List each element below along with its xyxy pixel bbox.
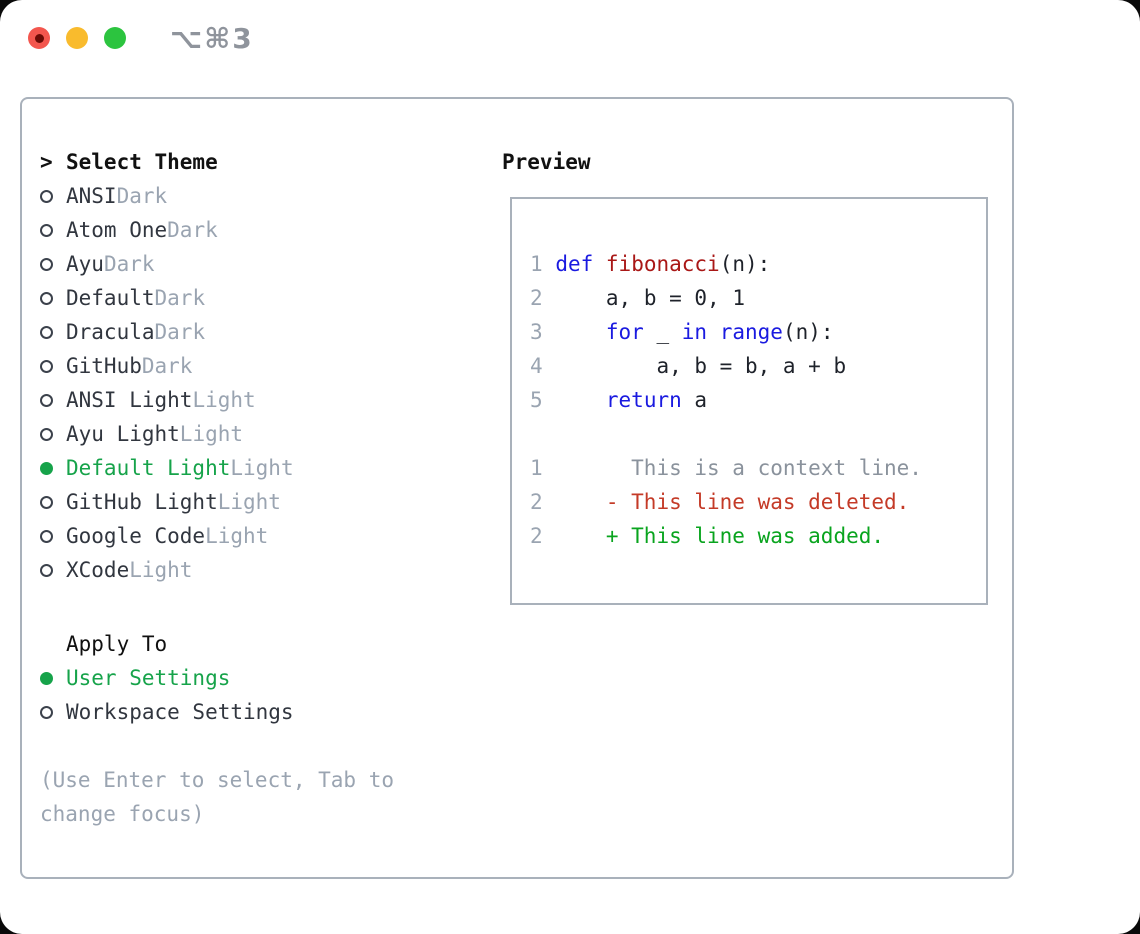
theme-variant: Light bbox=[129, 558, 193, 582]
theme-option[interactable]: Google Code Light bbox=[40, 519, 484, 553]
code-line: 4 a, b = b, a + b bbox=[530, 354, 847, 378]
theme-option[interactable]: Default Light Light bbox=[40, 451, 484, 485]
theme-name: XCode bbox=[66, 558, 130, 582]
theme-selector: > Select Theme ANSI Dark Atom One Dark A bbox=[40, 145, 484, 831]
radio-icon bbox=[40, 189, 66, 203]
diff-line: 2 + This line was added. bbox=[530, 524, 885, 548]
close-dot-icon bbox=[34, 33, 44, 43]
theme-name: GitHub bbox=[66, 354, 142, 378]
title-bar: ⌥⌘3 bbox=[28, 22, 254, 55]
theme-variant: Light bbox=[192, 388, 256, 412]
code-line: 3 for _ in range(n): bbox=[530, 320, 834, 344]
theme-name: Ayu bbox=[66, 252, 104, 276]
theme-option[interactable]: Default Dark bbox=[40, 281, 484, 315]
theme-name: Ayu Light bbox=[66, 422, 180, 446]
theme-variant: Dark bbox=[167, 218, 218, 242]
radio-icon bbox=[40, 393, 66, 407]
radio-icon bbox=[40, 257, 66, 271]
theme-list: ANSI Dark Atom One Dark Ayu Dark Default… bbox=[40, 179, 484, 587]
radio-icon bbox=[40, 705, 66, 719]
theme-name: ANSI Light bbox=[66, 388, 193, 412]
preview-title: Preview bbox=[502, 150, 591, 174]
theme-variant: Dark bbox=[154, 320, 206, 344]
code-line: 1 def fibonacci(n): bbox=[530, 252, 771, 276]
theme-option[interactable]: Ayu Light Light bbox=[40, 417, 484, 451]
select-theme-header: > Select Theme bbox=[40, 145, 484, 179]
theme-name: Atom One bbox=[66, 218, 168, 242]
theme-option[interactable]: Atom One Dark bbox=[40, 213, 484, 247]
theme-variant: Dark bbox=[154, 286, 206, 310]
theme-option[interactable]: Dracula Dark bbox=[40, 315, 484, 349]
apply-to-label: User Settings bbox=[66, 666, 231, 690]
blank-line bbox=[530, 417, 976, 451]
theme-name: ANSI bbox=[66, 184, 117, 208]
theme-variant: Dark bbox=[116, 184, 168, 208]
apply-to-list: User Settings Workspace Settings bbox=[40, 661, 484, 729]
theme-option[interactable]: ANSI Light Light bbox=[40, 383, 484, 417]
apply-to-section: Apply To User Settings Workspace Setting… bbox=[40, 627, 484, 729]
diff-line: 1 This is a context line. bbox=[530, 456, 922, 480]
focus-cursor: > bbox=[40, 150, 53, 174]
close-button[interactable] bbox=[28, 27, 50, 49]
apply-to-title: Apply To bbox=[66, 632, 168, 656]
apply-to-label: Workspace Settings bbox=[66, 700, 294, 724]
radio-icon bbox=[40, 325, 66, 339]
theme-name: GitHub Light bbox=[66, 490, 218, 514]
theme-variant: Light bbox=[230, 456, 294, 480]
window-title: ⌥⌘3 bbox=[170, 21, 254, 55]
preview-section: Preview 1 def fibonacci(n): 2 a, b = 0, 1… bbox=[502, 145, 988, 605]
diff-line: 2 - This line was deleted. bbox=[530, 490, 910, 514]
theme-variant: Light bbox=[217, 490, 281, 514]
preview-box: 1 def fibonacci(n): 2 a, b = 0, 1 3 for _ … bbox=[510, 197, 988, 605]
radio-icon bbox=[40, 291, 66, 305]
help-text: (Use Enter to select, Tab to change focu… bbox=[40, 768, 395, 826]
radio-icon bbox=[40, 427, 66, 441]
theme-variant: Light bbox=[179, 422, 244, 446]
radio-icon bbox=[40, 359, 66, 373]
radio-icon bbox=[40, 461, 66, 475]
theme-option[interactable]: Ayu Dark bbox=[40, 247, 484, 281]
preview-code: 1 def fibonacci(n): 2 a, b = 0, 1 3 for _ … bbox=[530, 247, 976, 553]
code-line: 2 a, b = 0, 1 bbox=[530, 286, 745, 310]
radio-icon bbox=[40, 223, 66, 237]
theme-option[interactable]: XCode Light bbox=[40, 553, 484, 587]
theme-name: Google Code bbox=[66, 524, 206, 548]
theme-name: Default Light bbox=[66, 456, 231, 480]
apply-to-option[interactable]: User Settings bbox=[40, 661, 484, 695]
select-theme-title: Select Theme bbox=[66, 150, 218, 174]
zoom-button[interactable] bbox=[104, 27, 126, 49]
theme-option[interactable]: ANSI Dark bbox=[40, 179, 484, 213]
minimize-button[interactable] bbox=[66, 27, 88, 49]
code-line: 5 return a bbox=[530, 388, 708, 412]
radio-icon bbox=[40, 529, 66, 543]
theme-option[interactable]: GitHub Light Light bbox=[40, 485, 484, 519]
radio-icon bbox=[40, 671, 66, 685]
theme-name: Default bbox=[66, 286, 155, 310]
theme-variant: Dark bbox=[103, 252, 155, 276]
theme-variant: Dark bbox=[141, 354, 193, 378]
radio-icon bbox=[40, 563, 66, 577]
theme-variant: Light bbox=[205, 524, 269, 548]
apply-to-option[interactable]: Workspace Settings bbox=[40, 695, 484, 729]
radio-icon bbox=[40, 495, 66, 509]
main-panel: > Select Theme ANSI Dark Atom One Dark A bbox=[20, 97, 1014, 879]
theme-option[interactable]: GitHub Dark bbox=[40, 349, 484, 383]
theme-name: Dracula bbox=[66, 320, 155, 344]
